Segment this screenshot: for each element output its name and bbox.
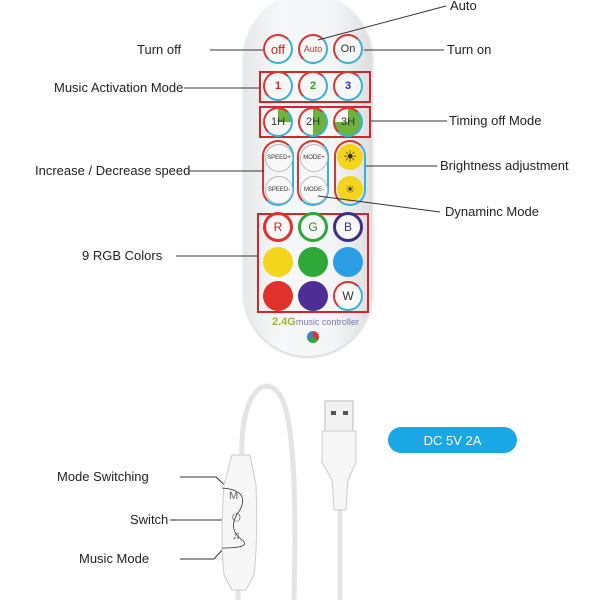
brightness-rocker — [334, 140, 366, 206]
music-mode-label: Music Mode — [79, 551, 150, 566]
mode-down-button[interactable]: MODE- — [300, 176, 328, 204]
mode-switching-label: Mode Switching — [57, 469, 149, 484]
timer-3h-button[interactable]: 3H — [333, 107, 363, 137]
mode-button-icon[interactable]: M — [229, 490, 239, 502]
music-mode-2-button[interactable]: 2 — [298, 71, 328, 101]
turn-off-label: Turn off — [137, 42, 182, 57]
power-icon[interactable]: ⏻ — [232, 512, 241, 524]
red-label-button[interactable]: R — [263, 212, 293, 242]
on-button[interactable]: On — [333, 34, 363, 64]
brand-text: 2.4Gmusic controller — [272, 316, 359, 328]
brightness-up-icon[interactable]: ☀ — [337, 144, 363, 170]
green-label-button[interactable]: G — [298, 212, 328, 242]
music-mode-3-button[interactable]: 3 — [333, 71, 363, 101]
rgb-colors-label: 9 RGB Colors — [82, 248, 163, 263]
speed-rocker — [262, 140, 294, 206]
turn-on-label: Turn on — [447, 42, 492, 57]
mode-rocker — [297, 140, 329, 206]
music-note-icon[interactable]: ♫ — [232, 530, 241, 542]
usb-plug — [321, 400, 357, 511]
speed-up-button[interactable]: SPEED+ — [265, 144, 293, 172]
brightness-label: Brightness adjustment — [440, 158, 569, 173]
music-mode-1-button[interactable]: 1 — [263, 71, 293, 101]
white-button[interactable]: W — [333, 281, 363, 311]
light-green-button[interactable] — [298, 247, 328, 277]
timer-2h-button[interactable]: 2H — [298, 107, 328, 137]
dynamic-mode-label: Dynaminc Mode — [445, 204, 539, 219]
music-activation-label: Music Activation Mode — [54, 80, 184, 95]
inline-controller — [221, 454, 258, 591]
timing-off-label: Timing off Mode — [449, 113, 542, 128]
orange-red-button[interactable] — [263, 281, 293, 311]
off-button[interactable]: off — [263, 34, 293, 64]
switch-label: Switch — [130, 512, 169, 527]
brightness-down-icon[interactable]: ☀ — [337, 176, 363, 202]
speed-down-button[interactable]: SPEED- — [265, 176, 293, 204]
sky-blue-button[interactable] — [333, 247, 363, 277]
yellow-button[interactable] — [263, 247, 293, 277]
mode-up-button[interactable]: MODE+ — [300, 144, 328, 172]
logo-icon — [307, 331, 319, 343]
timer-1h-button[interactable]: 1H — [263, 107, 293, 137]
power-spec-badge: DC 5V 2A — [388, 427, 517, 453]
blue-label-button[interactable]: B — [333, 212, 363, 242]
auto-label: Auto — [450, 0, 477, 13]
purple-button[interactable] — [298, 281, 328, 311]
speed-label: Increase / Decrease speed — [35, 163, 191, 178]
